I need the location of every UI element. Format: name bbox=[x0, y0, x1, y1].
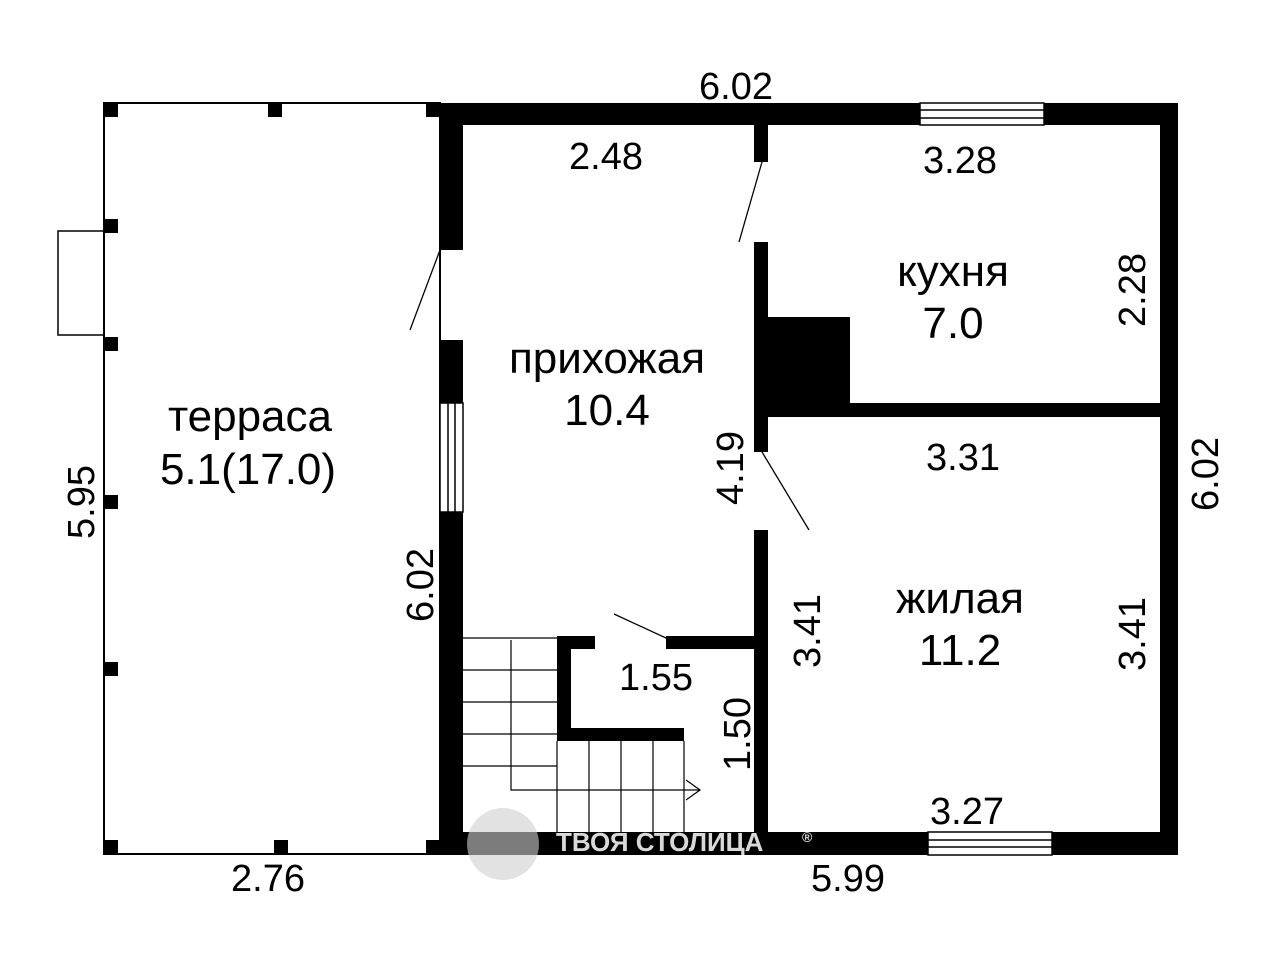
window-kitchen-top bbox=[919, 102, 1045, 126]
walls bbox=[440, 103, 1178, 855]
dim-house-bottom: 5.99 bbox=[811, 858, 885, 900]
dim-terrace-left: 5.95 bbox=[61, 465, 103, 539]
dim-hall-partition: 4.19 bbox=[710, 431, 752, 505]
watermark-mark: ® bbox=[802, 829, 813, 845]
dim-stair-height: 1.50 bbox=[717, 697, 759, 771]
terrace-posts bbox=[104, 103, 440, 854]
watermark-text: ТВОЯ СТОЛИЦА bbox=[556, 827, 764, 857]
terrace-name: терраса bbox=[168, 392, 333, 441]
stair-direction-line bbox=[510, 640, 700, 791]
staircase bbox=[463, 637, 702, 832]
stair-arrow-icon bbox=[685, 779, 702, 801]
dim-house-right: 6.02 bbox=[1185, 437, 1227, 511]
dim-hall-top: 2.48 bbox=[569, 136, 643, 178]
kitchen-name: кухня bbox=[897, 247, 1009, 296]
dim-stair-width: 1.55 bbox=[619, 657, 693, 699]
terrace-area: 5.1(17.0) bbox=[160, 445, 336, 494]
watermark: ТВОЯ СТОЛИЦА ® bbox=[467, 808, 813, 880]
dim-kitchen-top: 3.28 bbox=[923, 140, 997, 182]
living-name: жилая bbox=[896, 574, 1024, 623]
dim-living-top: 3.31 bbox=[926, 437, 1000, 479]
hallway-area: 10.4 bbox=[564, 386, 650, 435]
door-kitchen bbox=[738, 161, 763, 243]
room-labels: терраса 5.1(17.0) прихожая 10.4 кухня 7.… bbox=[160, 247, 1024, 675]
dim-kitchen-right: 2.28 bbox=[1112, 253, 1154, 327]
window-hall-left bbox=[439, 402, 464, 513]
doors bbox=[409, 161, 810, 639]
dim-living-left: 3.41 bbox=[787, 594, 829, 668]
watermark-logo-icon bbox=[467, 808, 539, 880]
kitchen-area: 7.0 bbox=[922, 299, 983, 348]
dim-top-total: 6.02 bbox=[699, 66, 773, 108]
window-living-bottom bbox=[927, 831, 1053, 856]
dimension-labels: 6.02 2.48 3.28 3.31 1.55 3.27 5.99 2.76 … bbox=[61, 66, 1227, 900]
door-stair bbox=[613, 613, 667, 639]
hallway-name: прихожая bbox=[509, 334, 705, 383]
terrace-step bbox=[57, 230, 105, 336]
living-area: 11.2 bbox=[919, 626, 1001, 675]
door-terrace bbox=[409, 249, 441, 331]
dim-terrace-bottom: 2.76 bbox=[231, 858, 305, 900]
windows bbox=[439, 102, 1053, 856]
door-living bbox=[761, 451, 810, 531]
dim-living-right: 3.41 bbox=[1112, 597, 1154, 671]
dim-living-bottom: 3.27 bbox=[930, 791, 1004, 833]
dim-house-left: 6.02 bbox=[400, 548, 442, 622]
